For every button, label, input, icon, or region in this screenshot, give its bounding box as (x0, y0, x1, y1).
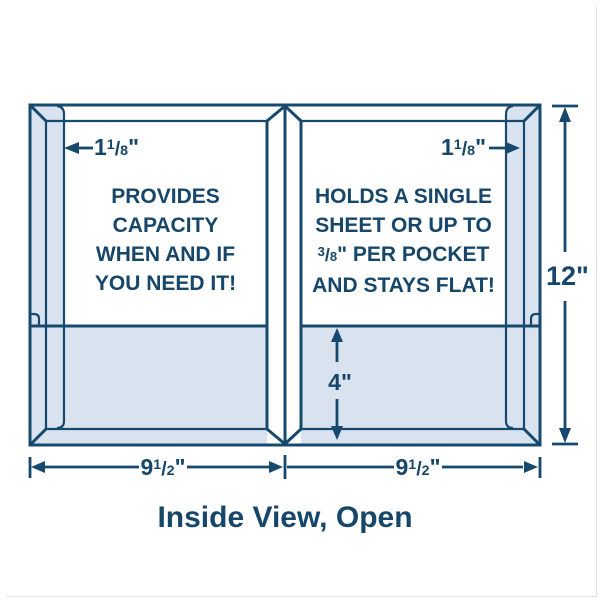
caption-line: HOLDS A SINGLE (315, 185, 492, 208)
dim-fraction-numerator: 1 (106, 137, 115, 154)
dim-fraction-denominator: 8 (120, 143, 129, 159)
caption-line: WHEN AND IF (95, 243, 236, 266)
dim-height-12 (552, 104, 578, 446)
dim-fraction-numerator: 1 (453, 137, 462, 154)
page-title: Inside View, Open (157, 501, 413, 534)
dim-whole: 12 (546, 261, 577, 291)
dim-label-flap-right: 11/8" (430, 134, 486, 164)
dim-pocket-height-4 (331, 328, 343, 440)
flap-fold-lines (44, 121, 526, 429)
dim-unit: " (174, 454, 186, 480)
dim-fraction-slash: / (161, 458, 167, 480)
dim-fraction-numerator: 1 (408, 457, 417, 474)
right-flap-inner-edge (504, 104, 514, 430)
fraction-slash: / (324, 245, 330, 265)
arrowhead-left-icon (64, 142, 79, 154)
caption-line-fraction: 3/8" PER POCKET (301, 240, 506, 271)
dim-fraction-denominator: 2 (166, 463, 175, 479)
dim-fraction-slash: / (114, 138, 121, 160)
fraction-rest: " PER POCKET (337, 243, 490, 266)
left-pocket (30, 326, 267, 445)
fraction-numerator: 3 (317, 243, 325, 259)
left-panel-caption: PROVIDES CAPACITY WHEN AND IF YOU NEED I… (64, 182, 267, 298)
arrowhead-up-icon (331, 328, 343, 342)
dim-fraction-denominator: 8 (467, 143, 476, 159)
page-edge-bottom (6, 596, 597, 597)
dim-label-width-right: 91/2" (395, 454, 441, 484)
dim-whole: 1 (94, 134, 107, 160)
right-panel-caption: HOLDS A SINGLE SHEET OR UP TO 3/8" PER P… (301, 182, 506, 300)
dim-line (287, 457, 542, 478)
caption-line: SHEET OR UP TO (315, 214, 492, 237)
dim-label-flap-left: 11/8" (94, 134, 139, 164)
dim-label-width-left: 91/2" (140, 454, 186, 484)
dim-unit: " (475, 134, 486, 160)
arrowhead-down-icon (331, 426, 343, 440)
dim-unit: " (429, 454, 441, 480)
right-pocket (301, 326, 540, 445)
caption-line: PROVIDES (111, 185, 220, 208)
arrowhead-right-icon (524, 461, 538, 473)
dim-line (552, 104, 578, 446)
arrowhead-down-icon (559, 428, 571, 443)
pocket-corner-slits (30, 312, 540, 326)
dim-line (28, 455, 287, 479)
caption-line: AND STAYS FLAT! (312, 274, 495, 297)
fraction-denominator: 8 (329, 249, 338, 264)
dim-whole: 9 (140, 454, 154, 480)
dim-label-height: 12" (546, 261, 589, 291)
dim-unit: " (128, 134, 140, 160)
page-edge-right (596, 6, 597, 597)
center-spine (265, 103, 303, 447)
dim-whole: 9 (395, 454, 409, 480)
corner-bevels (28, 103, 542, 447)
arrowhead-right-icon (506, 142, 520, 154)
dim-fraction-slash: / (416, 458, 422, 480)
arrowhead-left-icon (31, 461, 45, 473)
inner-edge-lines (46, 119, 524, 431)
dim-unit: " (340, 369, 352, 395)
dim-arrow-flap-right (489, 142, 520, 154)
dim-whole: 4 (328, 369, 341, 395)
dim-width-right (287, 457, 542, 478)
caption-line: CAPACITY (112, 214, 219, 237)
dim-fraction-numerator: 1 (153, 457, 162, 474)
caption-line: YOU NEED IT! (94, 272, 237, 295)
dim-whole: 1 (440, 134, 454, 160)
arrowhead-up-icon (559, 107, 571, 122)
dim-arrow-flap-left (64, 142, 93, 154)
dim-width-left (28, 455, 287, 479)
dim-fraction-slash: / (461, 138, 468, 160)
left-flap-inner-edge (56, 104, 66, 430)
dim-unit: " (576, 261, 589, 291)
dim-fraction-denominator: 2 (421, 463, 430, 479)
dim-label-pocket-height: 4" (322, 369, 358, 395)
arrowhead-right-icon (269, 461, 283, 473)
